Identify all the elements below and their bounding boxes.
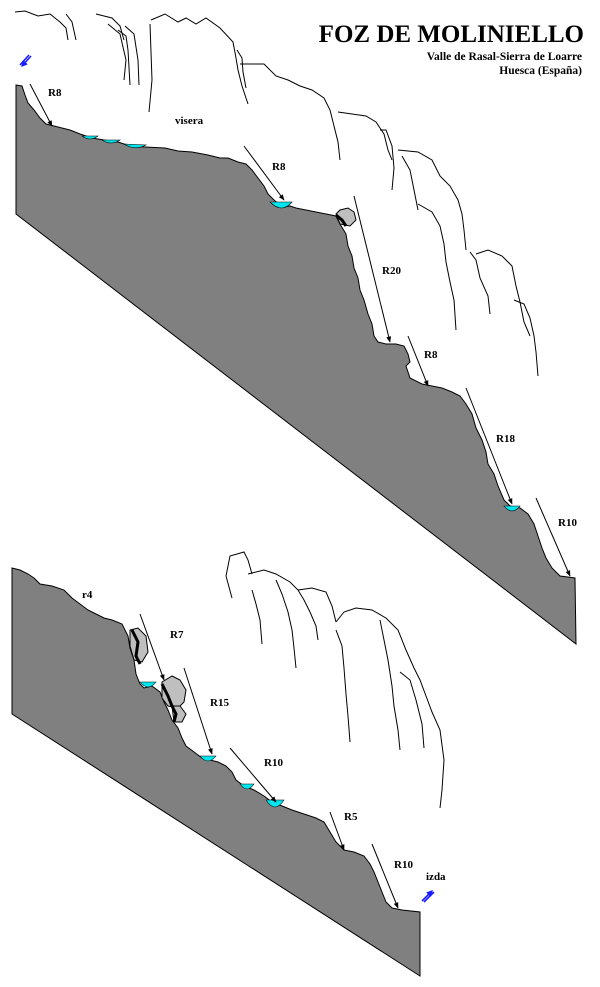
rappel-line-r20 xyxy=(353,195,392,343)
water-pool xyxy=(139,681,157,688)
rappel-line-r7 xyxy=(139,613,165,681)
rappel-line-r8-b xyxy=(243,145,285,201)
wall-line xyxy=(225,575,233,599)
rappel-line-r10-a xyxy=(535,497,571,577)
rappel-line-r18 xyxy=(465,387,513,505)
wall-line xyxy=(236,49,247,89)
water-pool xyxy=(269,201,293,209)
upper-section xyxy=(14,10,577,646)
wall-line xyxy=(251,589,263,645)
rappel-label-r4: r4 xyxy=(82,589,93,601)
wall-line xyxy=(401,155,419,211)
chockstone xyxy=(160,683,178,723)
rappel-line-r5 xyxy=(329,811,345,851)
chockstone xyxy=(335,213,348,227)
rappel-line-r8-a xyxy=(29,83,53,127)
wall-line xyxy=(148,23,153,113)
upper-rock-profile xyxy=(15,84,577,646)
subtitle-province: Huesca (España) xyxy=(499,65,582,77)
flow-direction-arrow xyxy=(21,55,32,67)
rappel-label-r10-c: R10 xyxy=(394,859,413,871)
rappel-label-r8-a: R8 xyxy=(48,87,62,99)
wall-line xyxy=(417,203,457,331)
water-pool xyxy=(199,755,217,762)
rappel-label-r7: R7 xyxy=(170,629,184,641)
flow-direction-arrow-shadow xyxy=(19,54,30,66)
wall-line xyxy=(337,111,393,161)
rappel-label-r8-c: R8 xyxy=(424,349,438,361)
flow-direction-arrow xyxy=(421,890,433,902)
wall-line xyxy=(124,25,140,86)
rappel-label-r5: R5 xyxy=(344,811,358,823)
wall-line xyxy=(379,619,401,751)
rappel-label-r8-b: R8 xyxy=(272,161,286,173)
page-title: FOZ DE MOLINIELLO xyxy=(319,21,584,48)
chockstone xyxy=(130,629,142,665)
wall-line xyxy=(14,10,69,41)
rappel-label-r10-b: R10 xyxy=(264,757,283,769)
boulder xyxy=(335,207,357,227)
wall-line xyxy=(513,299,539,377)
wall-line xyxy=(335,629,351,743)
wall-line xyxy=(107,23,127,81)
water-pool xyxy=(81,135,99,140)
lower-canyon-walls xyxy=(225,551,445,809)
water-pool xyxy=(101,139,121,144)
wall-line xyxy=(397,149,467,251)
rappel-label-r20: R20 xyxy=(382,265,401,277)
wall-line xyxy=(150,13,249,105)
label-visera: visera xyxy=(175,115,204,127)
wall-line xyxy=(117,29,131,86)
water-pool xyxy=(503,505,521,512)
rappel-line-r15 xyxy=(183,667,213,755)
rappel-line-r10-b xyxy=(229,747,277,803)
wall-line xyxy=(335,607,445,809)
wall-line xyxy=(65,13,77,41)
water-pool xyxy=(122,143,148,149)
wall-line xyxy=(275,579,297,669)
upper-canyon-walls xyxy=(14,10,539,377)
wall-line xyxy=(297,587,337,623)
flow-direction-arrow-shadow xyxy=(423,891,435,903)
subtitle-region: Valle de Rasal-Sierra de Loarre xyxy=(427,51,582,63)
wall-line xyxy=(247,569,319,641)
rappel-line-r8-c xyxy=(407,335,429,387)
wall-line xyxy=(380,129,395,191)
lower-rock-profile xyxy=(11,567,421,977)
rappel-label-r15: R15 xyxy=(210,697,229,709)
label-izda: izda xyxy=(426,871,446,883)
rappel-label-r10-a: R10 xyxy=(558,517,577,529)
rappel-label-r18: R18 xyxy=(496,433,515,445)
wall-line xyxy=(95,13,125,41)
lower-section xyxy=(11,551,445,977)
wall-line xyxy=(225,551,253,577)
water-pool xyxy=(239,783,255,790)
wall-line xyxy=(475,249,531,337)
rappel-line-r10-c xyxy=(371,843,399,909)
wall-line xyxy=(399,671,425,749)
wall-line xyxy=(240,63,341,161)
water-pool xyxy=(265,799,285,808)
wall-line xyxy=(469,251,491,315)
